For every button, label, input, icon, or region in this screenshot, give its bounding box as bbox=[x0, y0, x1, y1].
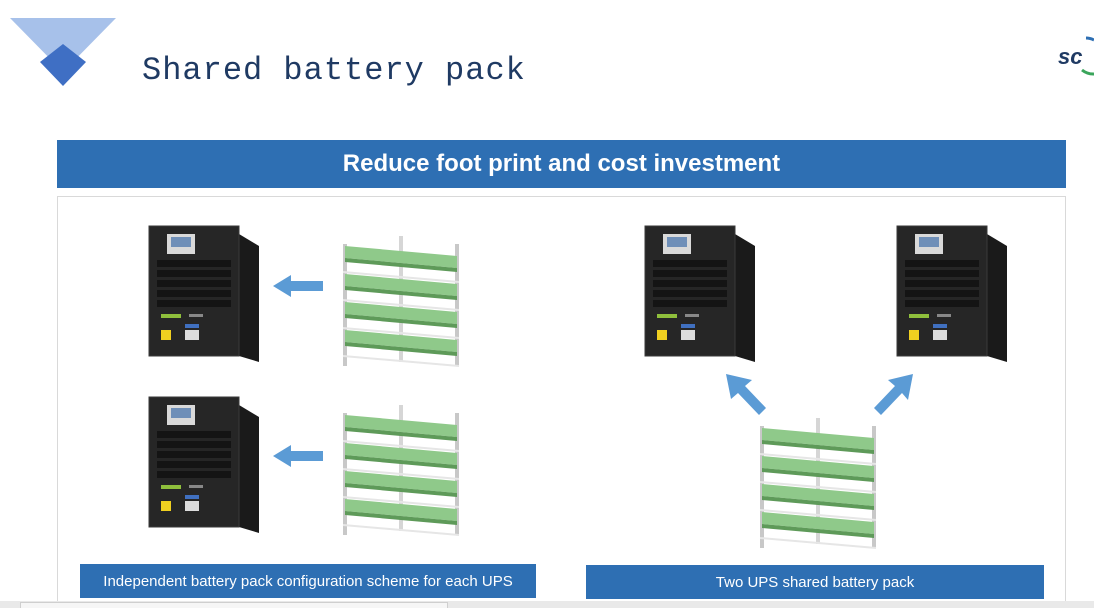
ups-cabinet-icon bbox=[148, 396, 260, 534]
ups-cabinet-icon bbox=[148, 225, 260, 363]
banner-header: Reduce foot print and cost investment bbox=[57, 140, 1066, 188]
battery-rack-icon bbox=[342, 404, 460, 536]
bottom-bar bbox=[0, 601, 1094, 608]
ups-cabinet-icon bbox=[896, 225, 1008, 363]
arrow-icon bbox=[273, 445, 323, 467]
bottom-tab[interactable] bbox=[20, 602, 448, 608]
battery-rack-icon bbox=[342, 235, 460, 367]
caption-independent: Independent battery pack configuration s… bbox=[80, 564, 536, 598]
battery-rack-icon bbox=[759, 417, 877, 549]
arrow-icon bbox=[726, 374, 766, 415]
arrow-icon bbox=[874, 374, 913, 415]
svg-text:sc: sc bbox=[1058, 44, 1082, 69]
corner-decoration-icon bbox=[10, 18, 116, 86]
page-title: Shared battery pack bbox=[142, 52, 526, 89]
ups-cabinet-icon bbox=[644, 225, 756, 363]
caption-shared: Two UPS shared battery pack bbox=[586, 565, 1044, 599]
arrow-icon bbox=[273, 275, 323, 297]
